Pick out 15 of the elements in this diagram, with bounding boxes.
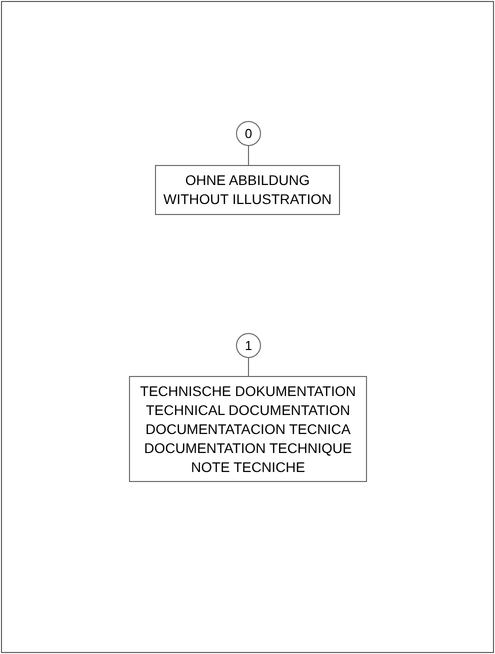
- callout-circle: [236, 121, 261, 146]
- connector-line: [248, 146, 249, 166]
- box-text: OHNE ABBILDUNG: [185, 171, 310, 190]
- callout-circle: [236, 333, 261, 358]
- callout-number: 1: [244, 339, 252, 352]
- box-text: NOTE TECNICHE: [190, 458, 306, 476]
- box-text: TECHNISCHE DOKUMENTATION: [140, 382, 356, 400]
- box-text: DOCUMENTATACION TECNICA: [145, 420, 351, 438]
- box-text: DOCUMENTATION TECHNIQUE: [144, 438, 352, 458]
- text-box: [129, 376, 367, 482]
- connector-line: [248, 358, 249, 376]
- callout-number: 0: [244, 127, 252, 140]
- text-box: [155, 165, 340, 215]
- box-text: WITHOUT ILLUSTRATION: [163, 190, 332, 209]
- box-text: TECHNICAL DOCUMENTATION: [146, 400, 350, 420]
